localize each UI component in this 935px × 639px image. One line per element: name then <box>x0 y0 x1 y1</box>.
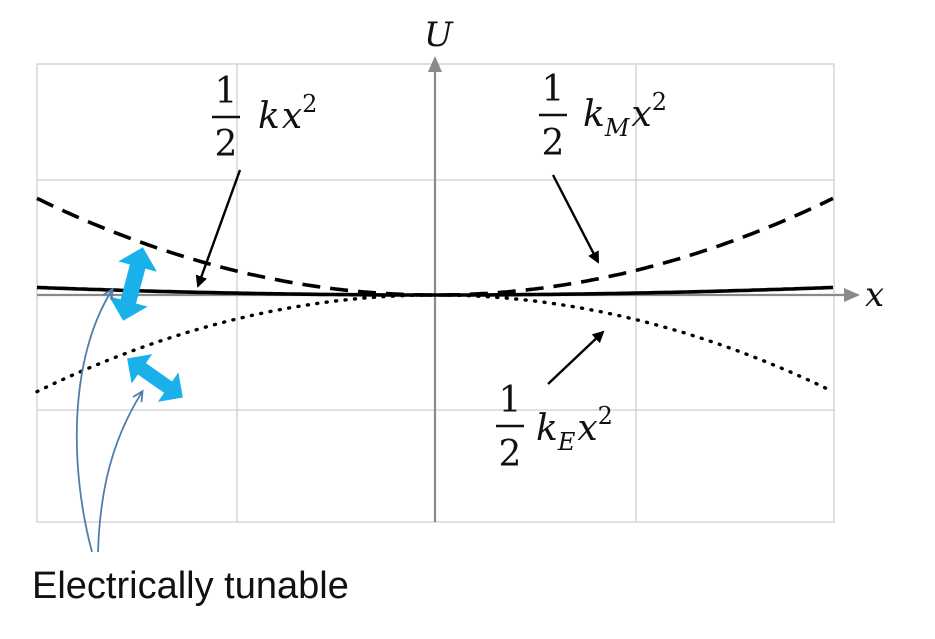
double-headed-arrow-icon <box>109 247 157 321</box>
x-axis-label: x <box>865 275 884 315</box>
fraction-denominator: 2 <box>499 434 522 475</box>
y-axis-label: U <box>424 15 454 55</box>
caption-pointer-upper <box>75 290 112 553</box>
label-coefficient: kx2 <box>258 90 317 137</box>
curve-kE-dotted <box>35 293 835 394</box>
label-k: 1 2 kx2 <box>212 71 317 165</box>
double-headed-arrow-icon <box>127 354 183 402</box>
fraction-numerator: 1 <box>542 69 565 110</box>
fraction-numerator: 1 <box>215 71 238 112</box>
pointer-arrow-kM <box>551 174 600 264</box>
pointer-arrow-kE <box>547 330 605 385</box>
label-coefficient: kMx2 <box>583 88 667 142</box>
fraction-denominator: 2 <box>215 124 238 165</box>
fraction-numerator: 1 <box>499 380 522 421</box>
fraction-denominator: 2 <box>542 123 565 164</box>
caption-pointer-lower <box>97 392 142 553</box>
curve-k-solid <box>36 285 834 297</box>
caption-electrically-tunable: Electrically tunable <box>32 565 349 607</box>
label-kE: 1 2 kEx2 <box>496 380 613 475</box>
label-kM: 1 2 kMx2 <box>539 69 667 164</box>
curve-kM-dashed <box>36 196 834 297</box>
pointer-arrow-k <box>195 169 242 288</box>
label-coefficient: kEx2 <box>536 402 613 456</box>
